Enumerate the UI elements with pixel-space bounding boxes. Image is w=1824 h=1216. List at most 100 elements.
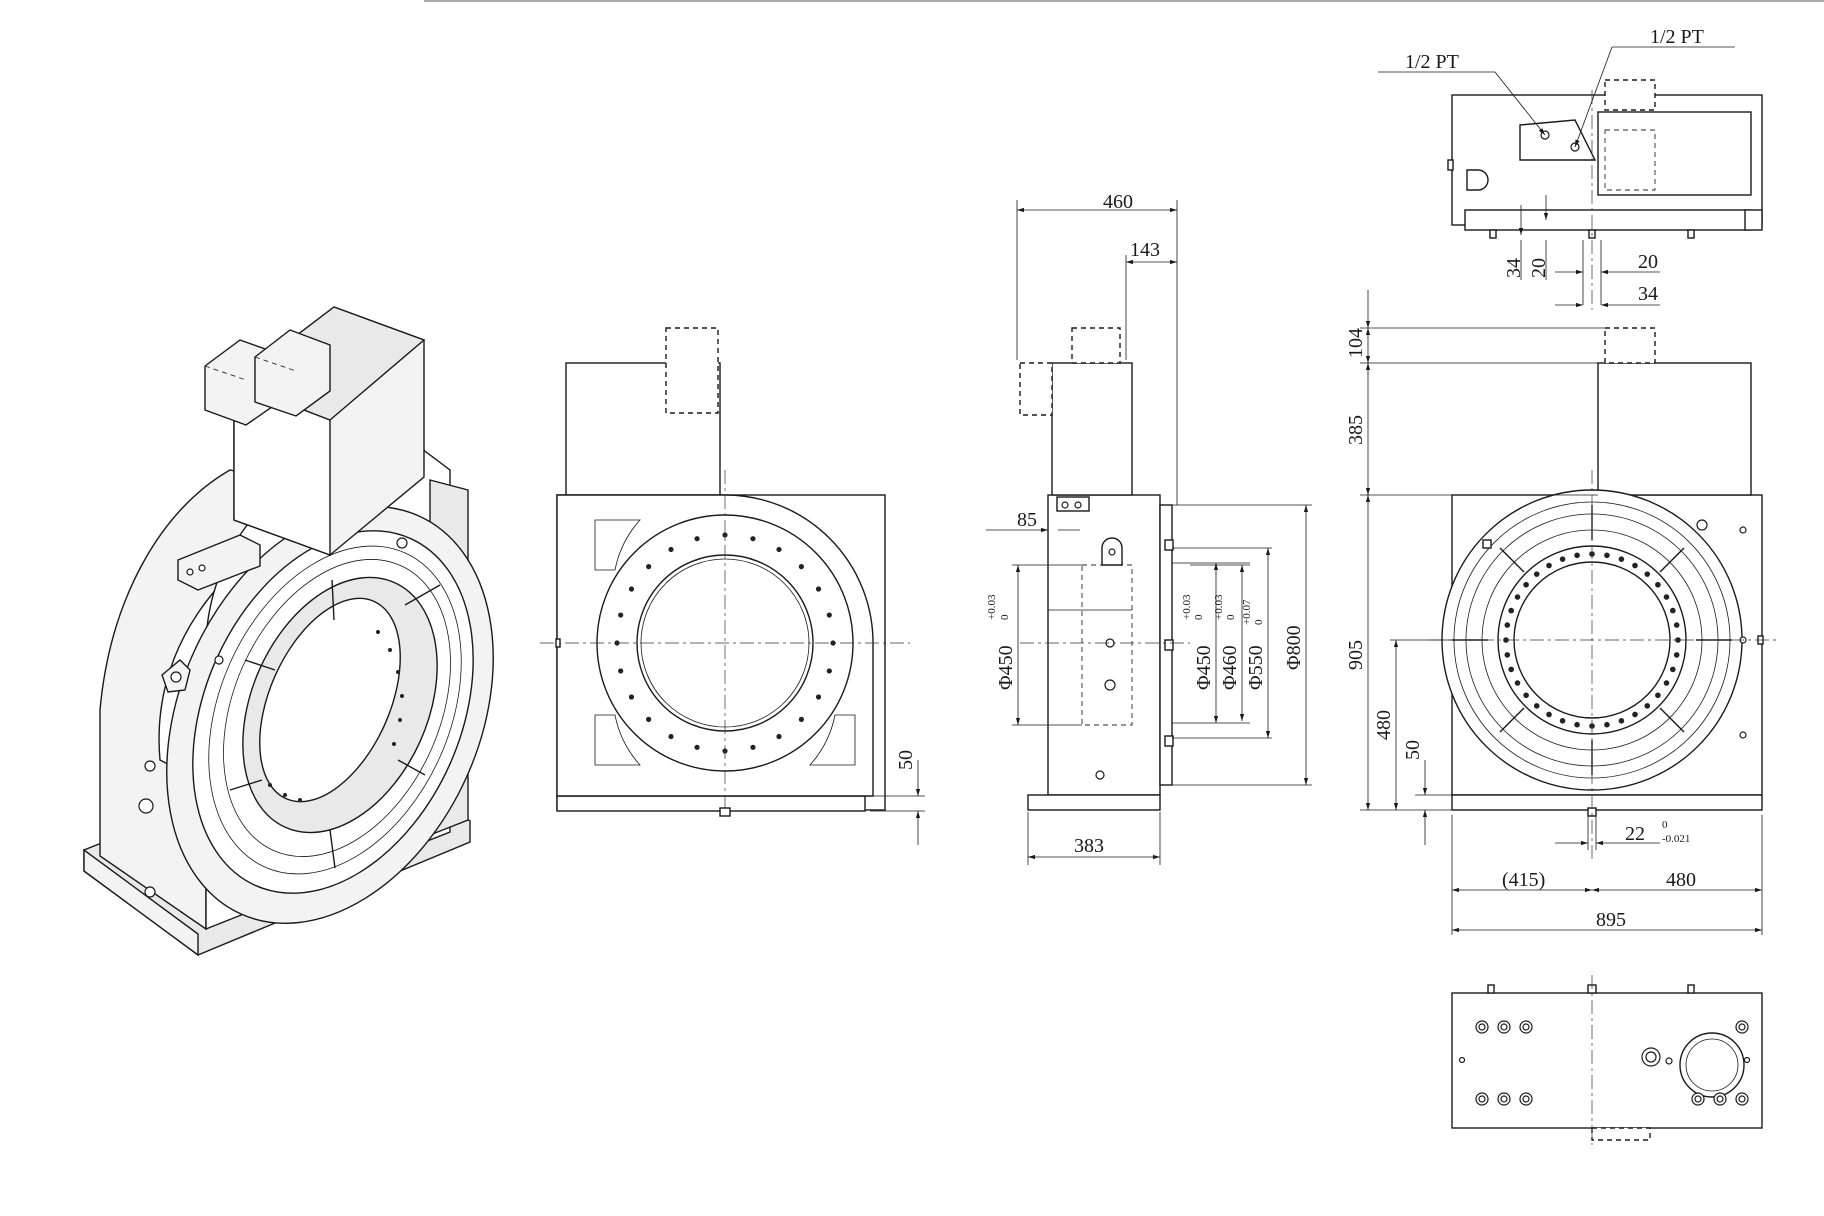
tol-22-lower: -0.021 [1662,833,1690,845]
label-480-h: 480 [1666,869,1696,891]
bolt-hole [1644,703,1651,709]
bolt-hole [646,564,652,570]
bolt-hole [1618,718,1625,724]
bolt-hole [1632,711,1638,718]
label-85: 85 [1017,509,1037,531]
bolt-hole [1514,680,1521,686]
bolt-hole [1533,571,1540,577]
bolt-hole [776,546,782,553]
bolt-hole [722,532,728,538]
bolt-hole [1508,607,1514,614]
bolt-hole [1670,666,1676,673]
label-480-v: 480 [1373,710,1395,740]
mount-hole-inner [1716,1095,1724,1103]
bolt-hole [618,668,624,674]
tol-b-lower: 0 [1193,614,1205,620]
bolt-hole [1670,607,1676,614]
bolt-hole [694,536,700,542]
bolt-hole [1574,721,1580,728]
bolt-hole [1523,581,1529,588]
bolt-hole [1663,680,1670,686]
bolt-hole [1644,571,1651,577]
label-415: (415) [1502,869,1545,891]
bottom-view [1451,975,1763,1145]
label-20-h: 20 [1638,251,1658,273]
bolt-hole [1673,652,1680,658]
bolt-hole [1574,552,1580,559]
bolt-hole [1655,581,1661,588]
front-view [540,327,910,820]
label-d550: Φ550 [1245,645,1267,690]
bolt-hole [776,733,782,740]
dim-front-50: 50 [870,750,925,845]
bolt-hole [1618,556,1625,562]
bolt-hole [750,536,756,542]
mount-hole-inner [1694,1095,1702,1103]
bolt-hole [1514,594,1521,600]
bolt-hole [628,586,635,592]
bolt-hole [815,694,822,700]
mount-hole-inner [1522,1023,1530,1031]
mount-hole-inner [1500,1023,1508,1031]
bolt-hole [750,744,756,750]
label-895: 895 [1596,909,1626,931]
label-34-v: 34 [1503,258,1525,278]
bolt-hole [646,716,652,722]
bolt-hole [1546,711,1552,718]
bolt-hole [1559,718,1566,724]
bolt-hole [826,668,832,674]
bolt-hole [1604,721,1610,728]
bolt-hole [1508,666,1514,673]
bolt-hole [1675,637,1681,643]
mount-hole-inner [1738,1023,1746,1031]
bolt-hole [1604,552,1610,559]
isometric-view [83,306,494,957]
right-dimensions: 104 385 905 480 50 22 0 -0.021 (415) 480… [1345,290,1763,935]
tol-d-lower: 0 [1253,619,1265,625]
label-385: 385 [1345,415,1367,445]
top-view [1447,79,1763,310]
label-d450-b: Φ450 [1193,645,1215,690]
side-view [1019,327,1190,811]
label-d450-a: Φ450 [995,645,1017,690]
bolt-hole [1504,622,1511,628]
tol-b-upper: +0.03 [1181,594,1193,620]
tol-d-upper: +0.07 [1241,599,1253,625]
mount-hole-inner [1522,1095,1530,1103]
tol-a-upper: +0.03 [986,594,998,620]
bolt-hole [798,716,804,722]
top-dimensions: 1/2 PT 1/2 PT 34 20 20 34 [1378,26,1735,308]
bolt-hole [668,546,674,553]
tol-c-upper: +0.03 [1213,594,1225,620]
tol-22-upper: 0 [1662,819,1668,831]
label-pt-right: 1/2 PT [1650,26,1704,48]
bolt-hole [1504,652,1511,658]
label-d800: Φ800 [1283,625,1305,670]
bolt-hole [1546,562,1552,569]
mount-hole-inner [1738,1095,1746,1103]
bolt-hole [668,733,674,740]
bolt-hole [1523,692,1529,699]
bolt-hole [1632,562,1638,569]
tol-a-lower: 0 [999,614,1011,620]
mount-hole-inner [1500,1095,1508,1103]
label-34-h: 34 [1638,283,1658,305]
side-dimensions: 460 143 85 383 Φ450 +0.03 0 Φ450 +0.03 0… [986,191,1312,865]
label-905: 905 [1345,640,1367,670]
bolt-hole [798,564,804,570]
label-50-right: 50 [1402,740,1424,760]
right-front-view [1430,327,1780,860]
mount-hole-inner [1478,1095,1486,1103]
bolt-hole [815,586,822,592]
mount-hole-inner [1478,1023,1486,1031]
bolt-hole [1559,556,1566,562]
label-50-front: 50 [895,750,917,770]
bolt-hole [628,694,635,700]
bolt-hole [1655,692,1661,699]
label-22: 22 [1625,823,1645,845]
bolt-hole [1533,703,1540,709]
label-143: 143 [1130,239,1160,261]
label-104: 104 [1345,328,1367,358]
bolt-hole [1673,622,1680,628]
